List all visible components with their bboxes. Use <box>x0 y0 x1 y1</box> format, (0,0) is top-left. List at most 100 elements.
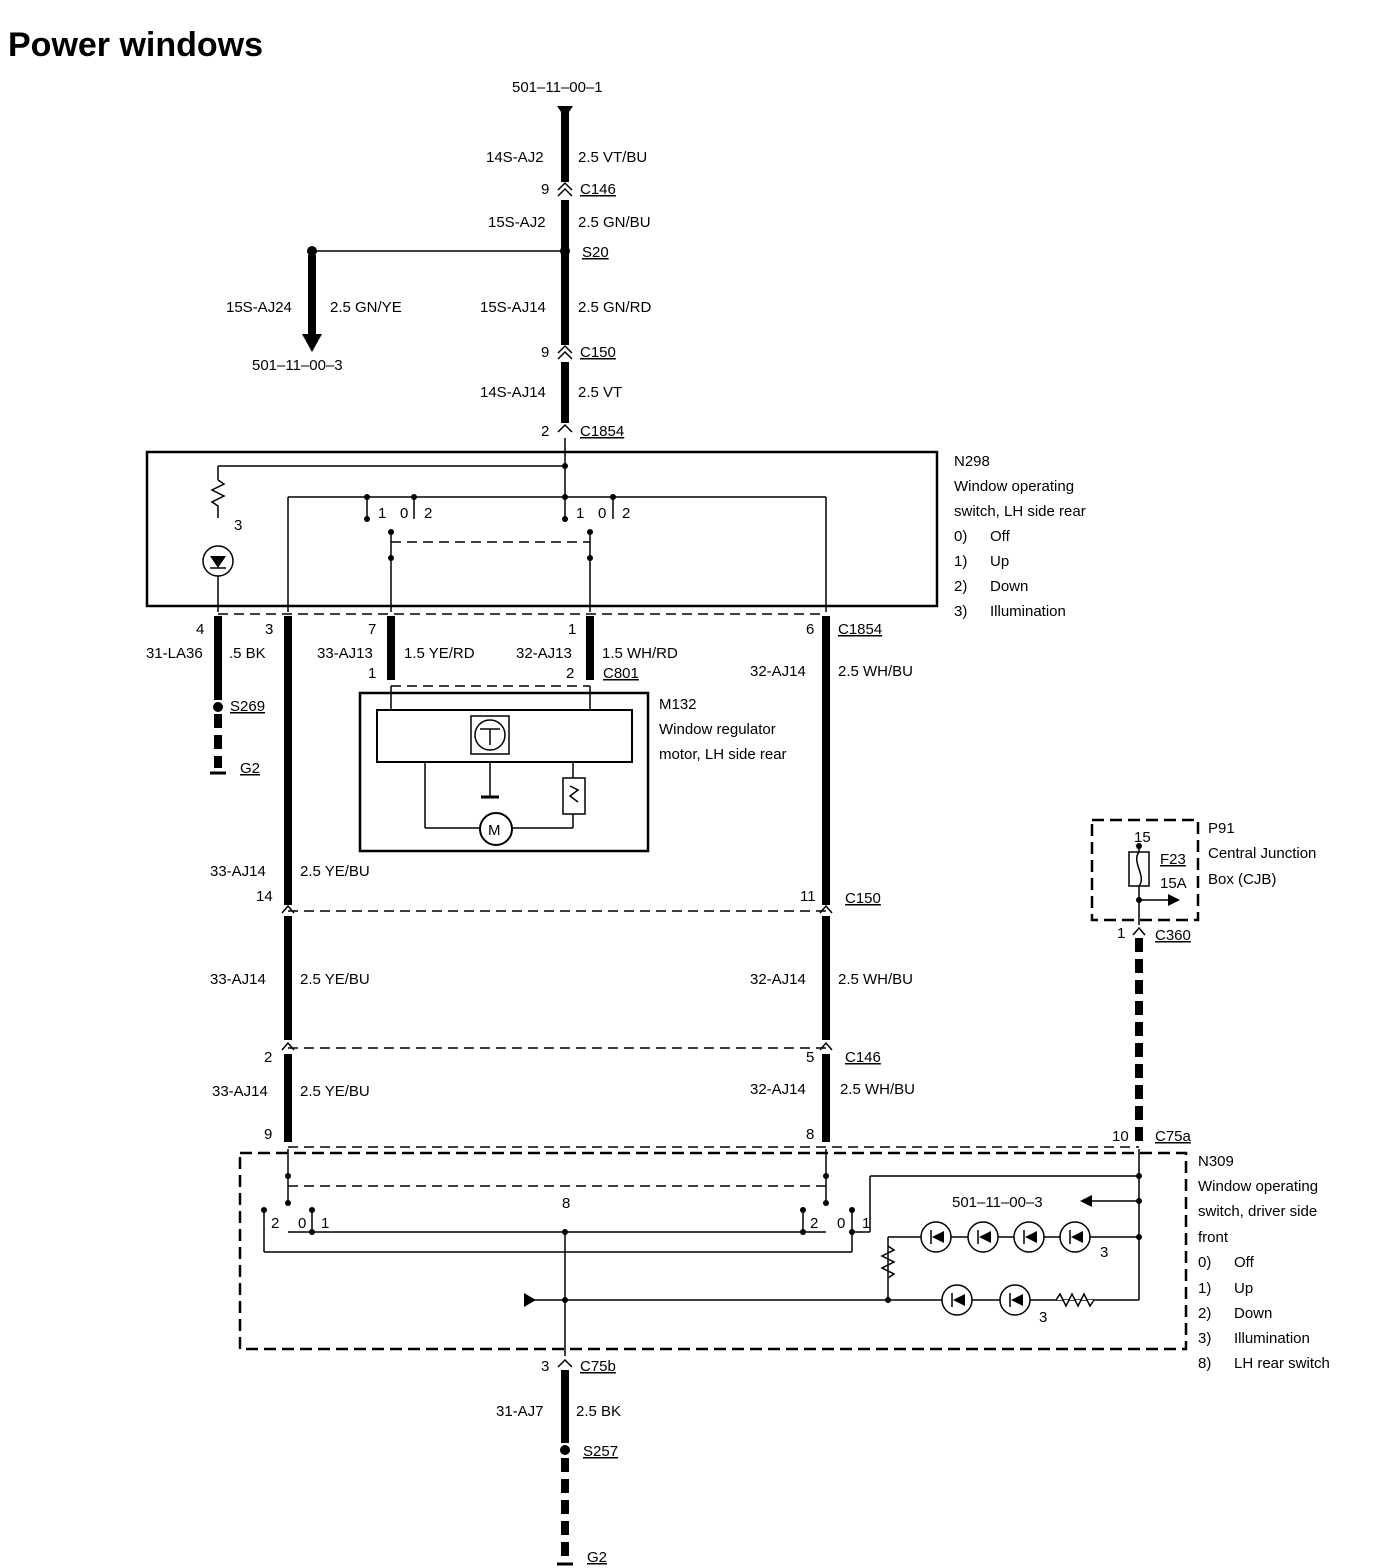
w13-spec: 2.5 YE/BU <box>300 1083 370 1100</box>
pin-1c: 1 <box>1117 925 1125 942</box>
n309-node-right-1 <box>823 1173 829 1179</box>
m132-sensor-glyph <box>480 728 500 745</box>
branch-node <box>307 246 317 256</box>
p91-desc-1: Central Junction <box>1208 845 1316 862</box>
n309-ground-arrow-icon <box>524 1293 536 1307</box>
w15-spec: 2.5 BK <box>576 1403 621 1420</box>
m132-sensor-ring <box>474 719 506 751</box>
n309-leds-top: 3 <box>1100 1244 1108 1261</box>
label-c1854-top: C1854 <box>580 423 624 440</box>
n309-ref: 501–11–00–3 <box>952 1194 1043 1211</box>
c150-mid-pin-b <box>819 904 833 914</box>
splice-s269 <box>213 702 223 712</box>
n309-node-right-2 <box>823 1200 829 1206</box>
n309-id: N309 <box>1198 1153 1234 1170</box>
pin-3b: 3 <box>541 1358 549 1375</box>
n309-legend-v3: Illumination <box>1234 1330 1310 1347</box>
m132-electronics <box>376 709 633 763</box>
n298-sw-a1: 1 <box>378 505 386 522</box>
label-c150-top: C150 <box>580 344 616 361</box>
n298-legend-k3: 3) <box>954 603 967 620</box>
n309-bottom-node-left <box>885 1297 891 1303</box>
n309-leds-bot: 3 <box>1039 1309 1047 1326</box>
splice-s257 <box>560 1445 570 1455</box>
led-group-top <box>920 1221 1091 1253</box>
c146-mid-pin-a <box>281 1041 295 1051</box>
n309-bus-node-a <box>309 1229 315 1235</box>
pin-3: 3 <box>265 621 273 638</box>
n298-legend-v0: Off <box>990 528 1011 545</box>
pin-9a: 9 <box>541 181 549 198</box>
m132-sensor-icon <box>470 715 510 755</box>
label-f23-rating: 15A <box>1160 875 1187 892</box>
p91-arrow-icon <box>1168 894 1180 906</box>
n298-legend-k0: 0) <box>954 528 967 545</box>
m132-desc-2: motor, LH side rear <box>659 746 787 763</box>
p91-id: P91 <box>1208 820 1235 837</box>
connector-c75b <box>557 1358 573 1368</box>
pin-9b: 9 <box>541 344 549 361</box>
w1-spec: 2.5 VT/BU <box>578 149 647 166</box>
n309-legend-v1: Up <box>1234 1280 1253 1297</box>
w4-code: 15S-AJ14 <box>480 299 546 316</box>
n309-resistor-2-icon <box>1055 1292 1095 1308</box>
n298-sw-a-contact-dot <box>364 516 370 522</box>
m132-breaker-glyph <box>568 785 580 803</box>
w15-code: 31-AJ7 <box>496 1403 544 1420</box>
n309-bus-node-b <box>800 1229 806 1235</box>
n298-lamp-mark: 3 <box>234 517 242 534</box>
led-diode-icon <box>1025 1231 1037 1243</box>
c150-mid-pin-a <box>281 904 295 914</box>
n309-legend-k2: 2) <box>1198 1305 1211 1322</box>
label-s20: S20 <box>582 244 609 261</box>
ref-branch: 501–11–00–3 <box>252 357 343 374</box>
ref-top: 501–11–00–1 <box>512 79 603 96</box>
led-group-bottom <box>941 1284 1031 1316</box>
pin-9c: 9 <box>264 1126 272 1143</box>
pin-1a: 1 <box>568 621 576 638</box>
w5-spec: 2.5 VT <box>578 384 622 401</box>
n309-desc-2: switch, driver side <box>1198 1203 1317 1220</box>
n298-legend-k2: 2) <box>954 578 967 595</box>
n298-sw-a0: 0 <box>400 505 408 522</box>
m132-desc-1: Window regulator <box>659 721 776 738</box>
label-s257: S257 <box>583 1443 618 1460</box>
pin-1b: 1 <box>368 665 376 682</box>
n298-sw-b2: 2 <box>622 505 630 522</box>
w7-code: 33-AJ13 <box>317 645 373 662</box>
n298-legend-v2: Down <box>990 578 1028 595</box>
c360-pin <box>1132 926 1146 936</box>
n298-desc-1: Window operating <box>954 478 1074 495</box>
led-diode-icon <box>953 1294 965 1306</box>
label-c150-mid: C150 <box>845 890 881 907</box>
connector-c150-top-mate <box>557 350 573 360</box>
pin-15: 15 <box>1134 829 1151 846</box>
m132-motor-label: M <box>488 822 501 839</box>
w14-spec: 2.5 WH/BU <box>840 1081 915 1098</box>
n298-legend-v3: Illumination <box>990 603 1066 620</box>
w1-code: 14S-AJ2 <box>486 149 544 166</box>
w14-code: 32-AJ14 <box>750 1081 806 1098</box>
m132-box <box>358 691 650 853</box>
n309-legend-v4: LH rear switch <box>1234 1355 1330 1372</box>
n309-a1: 1 <box>321 1215 329 1232</box>
led-diode-icon <box>932 1231 944 1243</box>
w12-spec: 2.5 WH/BU <box>838 971 913 988</box>
c146-mid-pin-b <box>819 1041 833 1051</box>
pin-8: 8 <box>806 1126 814 1143</box>
pin-4: 4 <box>196 621 204 638</box>
n309-node-left-2 <box>285 1200 291 1206</box>
n309-b2: 2 <box>810 1215 818 1232</box>
n298-sw-b0: 0 <box>598 505 606 522</box>
w11-code: 33-AJ14 <box>210 971 266 988</box>
label-c146-mid: C146 <box>845 1049 881 1066</box>
w6-code: 31-LA36 <box>146 645 203 662</box>
label-c146-top: C146 <box>580 181 616 198</box>
connector-c146-top <box>557 181 573 191</box>
p91-desc-2: Box (CJB) <box>1208 871 1276 888</box>
n309-resistor-icon <box>880 1245 896 1279</box>
w3-code: 15S-AJ24 <box>226 299 292 316</box>
n298-lamp-diode-icon <box>210 556 226 568</box>
n309-eight: 8 <box>562 1195 570 1212</box>
